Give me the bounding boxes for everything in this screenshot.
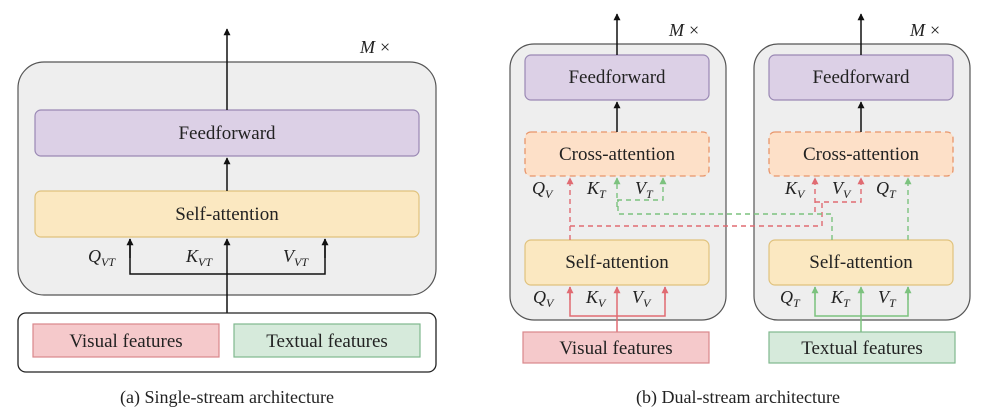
textual-cross-v-label: VV — [832, 178, 852, 201]
single-feedforward-label: Feedforward — [178, 123, 276, 144]
single-visual-features-label: Visual features — [69, 331, 182, 352]
visual-self-k-label: KV — [585, 287, 607, 310]
dual-visual-features-box — [522, 331, 710, 364]
textual-to-visual-key-value-dashed-link — [617, 200, 833, 240]
dual-caption: (b) Dual-stream architecture — [636, 387, 840, 408]
single-caption: (a) Single-stream architecture — [120, 387, 334, 408]
textual-cross-k-label: KV — [784, 178, 806, 201]
single-k-label: KVT — [185, 246, 213, 269]
visual-cross-attention-label: Cross-attention — [559, 144, 676, 165]
dual-textual-features-box — [768, 331, 956, 364]
textual-self-v-label: VT — [878, 287, 897, 310]
visual-to-textual-key-value-dashed-link — [570, 202, 823, 227]
visual-self-attention-label: Self-attention — [565, 252, 669, 273]
single-textual-features-box — [233, 323, 421, 358]
textual-self-attention-box — [768, 239, 954, 286]
visual-self-v-label: VV — [632, 287, 652, 310]
textual-to-visual-value-dashed-arrow — [617, 177, 667, 201]
visual-cross-q-label: QV — [532, 178, 554, 201]
single-repeat-label: M× — [359, 37, 390, 57]
textual-self-attention-label: Self-attention — [809, 252, 913, 273]
single-self-attention-label: Self-attention — [175, 204, 279, 225]
visual-self-attention-box — [524, 239, 710, 286]
textual-feedforward-label: Feedforward — [812, 67, 910, 88]
textual-self-k-label: KT — [830, 287, 851, 310]
dual-textual-features-label: Textual features — [801, 338, 923, 359]
textual-cross-attention-label: Cross-attention — [803, 144, 920, 165]
textual-stream-repeat-label: M× — [909, 20, 940, 40]
visual-stream-repeat-label: M× — [668, 20, 699, 40]
visual-self-q-label: QV — [533, 287, 555, 310]
visual-cross-k-label: KT — [586, 178, 607, 201]
visual-to-textual-value-dashed-arrow — [815, 177, 865, 203]
single-visual-features-box — [32, 323, 220, 358]
single-textual-features-label: Textual features — [266, 331, 388, 352]
visual-feedforward-label: Feedforward — [568, 67, 666, 88]
dual-visual-features-label: Visual features — [559, 338, 672, 359]
single-stream-diagram: M× Feedforward Self-attention QVT KVT VV… — [17, 28, 437, 408]
textual-self-q-label: QT — [780, 287, 801, 310]
single-v-label: VVT — [283, 246, 309, 269]
visual-cross-v-label: VT — [635, 178, 654, 201]
textual-cross-q-label: QT — [876, 178, 897, 201]
dual-stream-diagram: M× M× Feedforward Cross-attention Self-a… — [509, 13, 971, 408]
single-q-label: QVT — [88, 246, 116, 269]
